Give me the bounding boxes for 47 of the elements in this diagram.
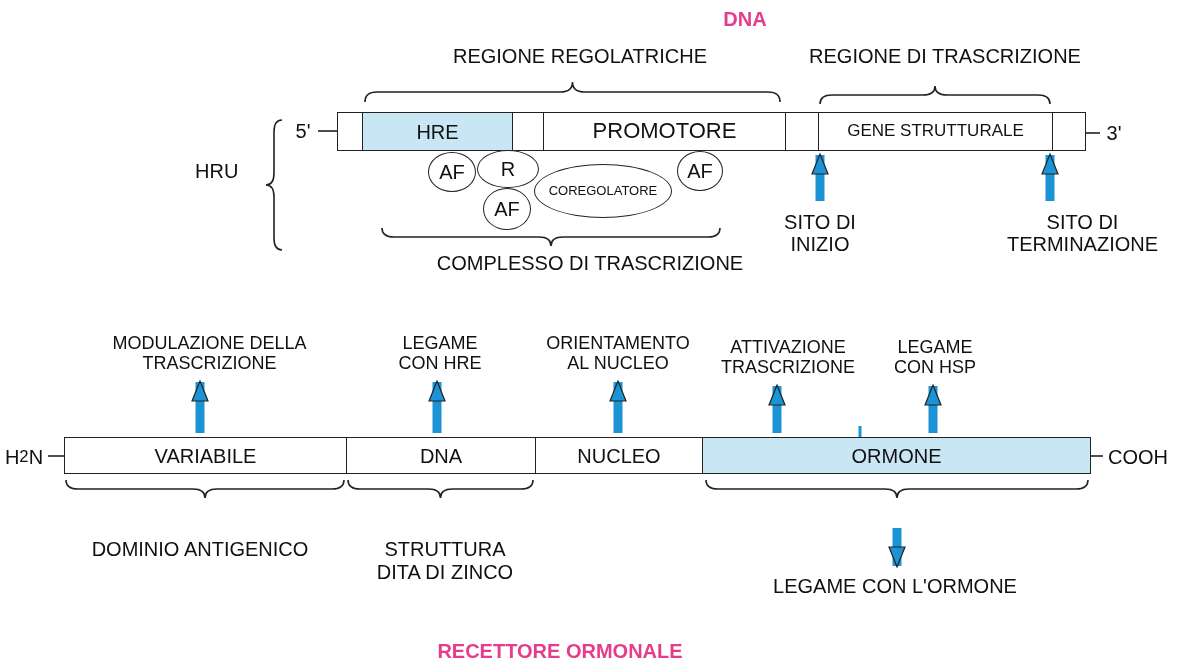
factor-oval: R <box>477 150 539 188</box>
hormone-domain-segment: ORMONE <box>702 437 1091 474</box>
dna-segment <box>337 112 363 151</box>
function-label: LEGAME CON HRE <box>390 330 490 378</box>
function-label: ATTIVAZIONE TRASCRIZIONE <box>702 334 874 382</box>
factor-oval: AF <box>428 152 476 192</box>
title: DNA <box>722 8 768 31</box>
dna-segment <box>785 112 819 151</box>
dna-segment <box>512 112 544 151</box>
connector-line <box>1085 132 1101 134</box>
arrow <box>811 153 829 201</box>
region-label: HRU <box>195 160 240 183</box>
site-label: SITO DI INIZIO <box>760 205 880 261</box>
region-label: REGIONE REGOLATRICHE <box>451 45 709 68</box>
connector-line <box>47 455 65 457</box>
regulatory-element-segment: HRE <box>362 112 513 151</box>
factor-oval: AF <box>677 151 723 191</box>
arrow <box>428 380 446 433</box>
factor-oval: AF <box>483 188 531 230</box>
gene-segment: GENE STRUTTURALE <box>818 112 1053 151</box>
domain-label: STRUTTURA DITA DI ZINCO <box>375 538 515 584</box>
site-label: SITO DI TERMINAZIONE <box>995 205 1170 261</box>
region-label: REGIONE DI TRASCRIZIONE <box>808 45 1082 68</box>
domain-segment: NUCLEO <box>535 437 703 474</box>
arrow <box>768 384 786 433</box>
dna-segment <box>1052 112 1086 151</box>
connector-line <box>1090 455 1104 457</box>
arrow <box>609 380 627 433</box>
domain-segment: DNA <box>346 437 536 474</box>
arrow <box>924 384 942 433</box>
function-label: LEGAME CON L'ORMONE <box>735 570 1055 602</box>
function-label: MODULAZIONE DELLA TRASCRIZIONE <box>102 330 317 378</box>
end-label: 5' <box>288 118 318 144</box>
arrow <box>1041 153 1059 201</box>
promoter-segment: PROMOTORE <box>543 112 786 151</box>
terminus-label: COOH <box>1103 443 1173 471</box>
complex-label: COMPLESSO DI TRASCRIZIONE <box>435 252 745 275</box>
function-label: LEGAME CON HSP <box>885 334 985 382</box>
domain-label: DOMINIO ANTIGENICO <box>90 538 310 561</box>
arrow <box>888 528 906 568</box>
connector-line <box>317 130 338 132</box>
coregulator-oval: COREGOLATORE <box>534 164 672 218</box>
caption: RECETTORE ORMONALE <box>436 640 684 663</box>
end-label: 3' <box>1100 120 1128 146</box>
domain-segment: VARIABILE <box>64 437 347 474</box>
function-label: ORIENTAMENTO AL NUCLEO <box>543 330 693 378</box>
arrow <box>191 380 209 433</box>
